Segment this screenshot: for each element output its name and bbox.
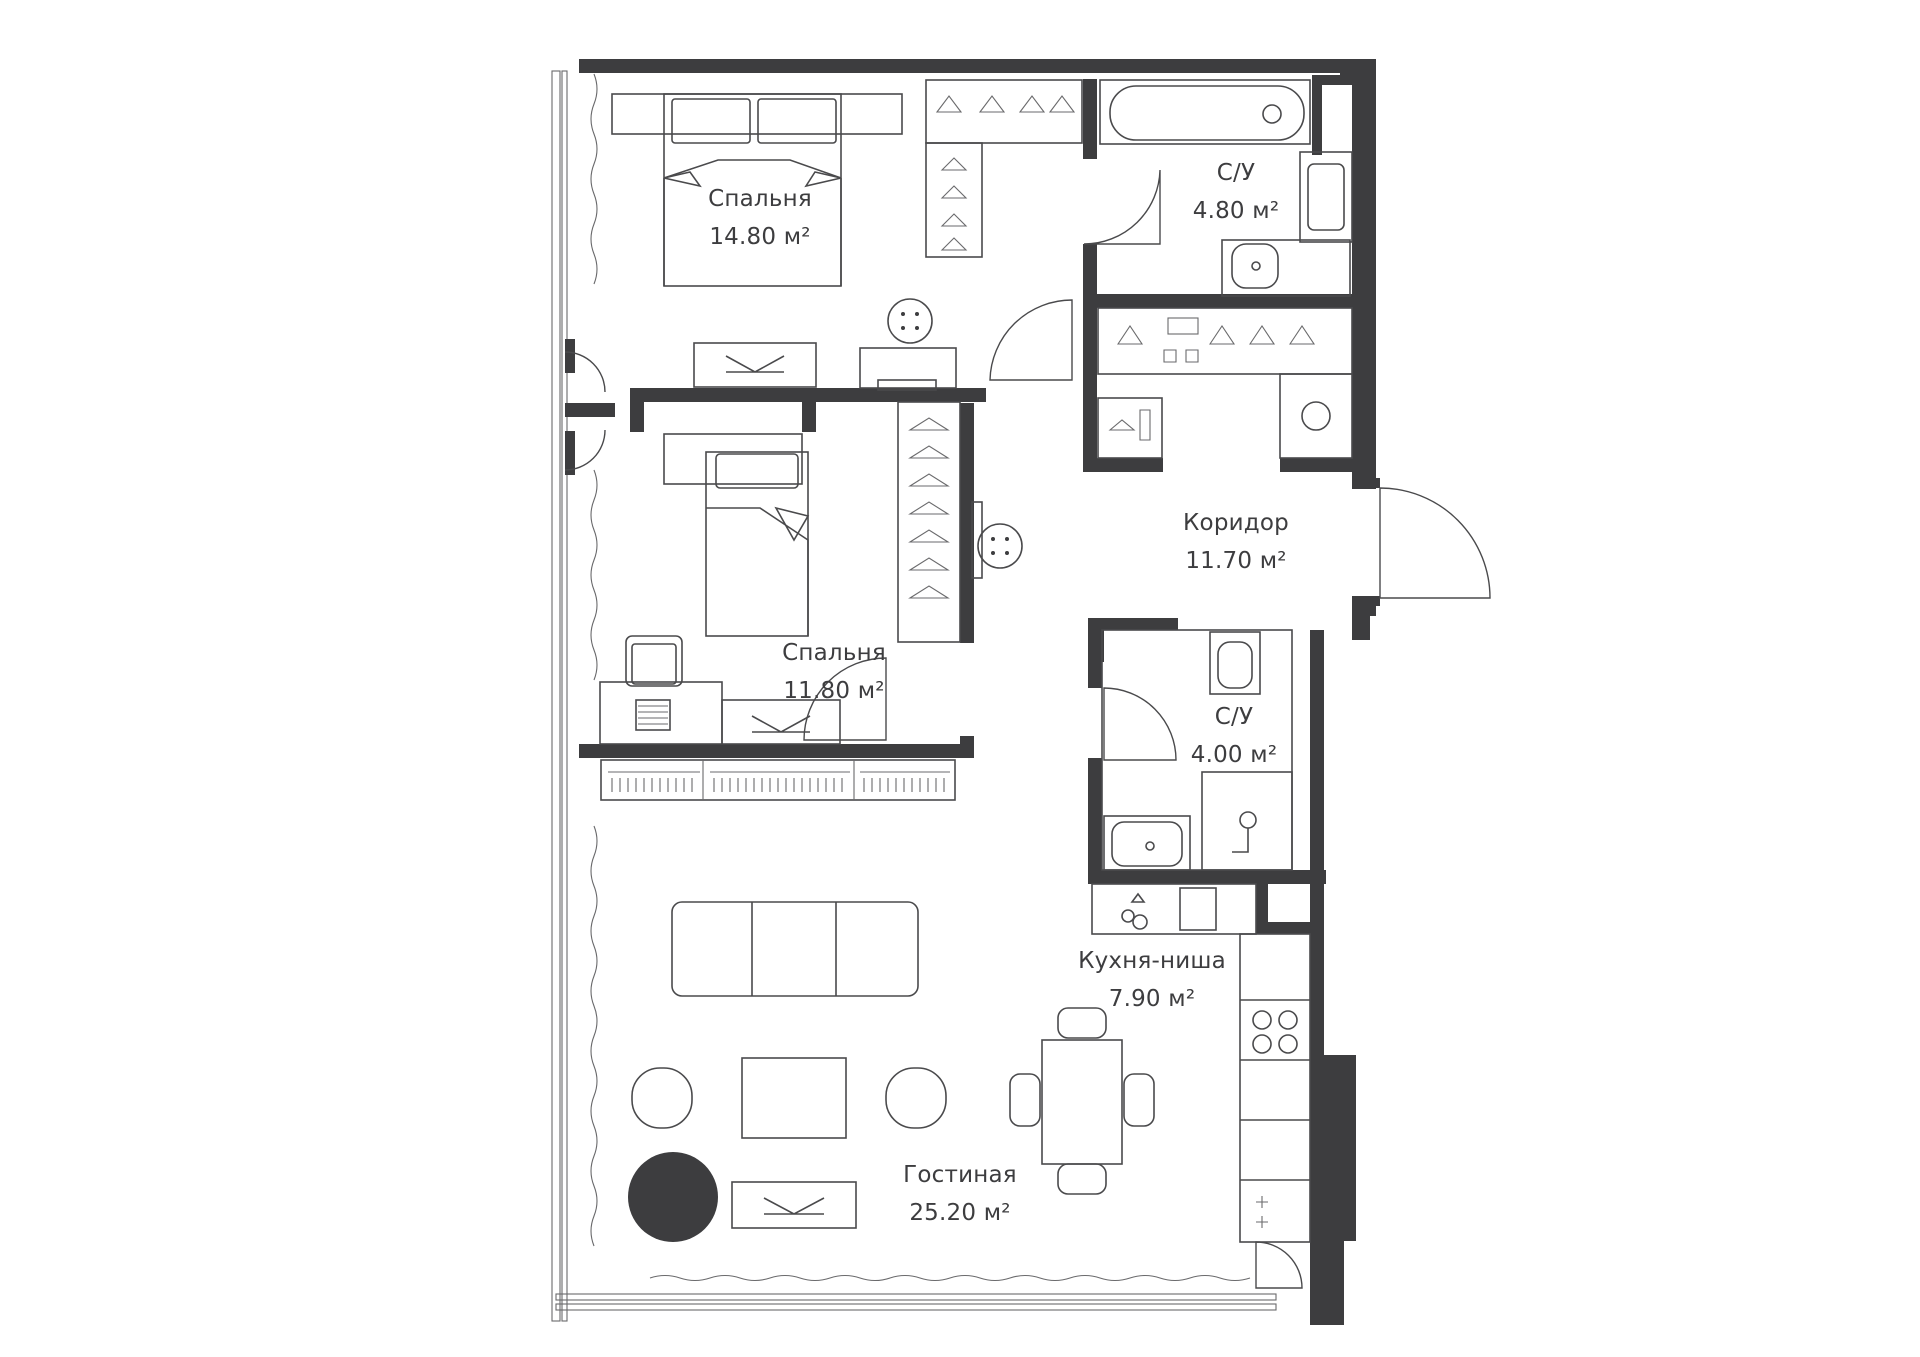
room-name: С/У [1214, 704, 1254, 730]
room-name: Спальня [782, 640, 886, 666]
storage-fixtures [1097, 307, 1353, 459]
room-area: 4.80 м² [1192, 198, 1280, 224]
kitchen-fixtures [1091, 883, 1311, 1243]
room-area: 25.20 м² [909, 1200, 1011, 1226]
bedroom2-furniture [599, 401, 1023, 745]
room-name: Гостиная [903, 1162, 1017, 1188]
room-name: Спальня [708, 186, 812, 212]
room-label-corridor: Коридор 11.70 м² [1183, 504, 1289, 580]
room-name: С/У [1216, 160, 1256, 186]
doors [564, 169, 1491, 1289]
bathroom1-fixtures [1099, 79, 1353, 297]
living-furniture [555, 901, 1277, 1311]
room-label-bathroom2: С/У 4.00 м² [1191, 698, 1278, 774]
room-area: 14.80 м² [709, 224, 811, 250]
room-area: 11.80 м² [783, 678, 885, 704]
room-area: 7.90 м² [1108, 986, 1196, 1012]
room-label-bathroom1: С/У 4.80 м² [1193, 154, 1280, 230]
room-label-bedroom2: Спальня 11.80 м² [782, 634, 886, 710]
walls [551, 59, 1380, 1325]
bathroom2-fixtures [1101, 629, 1293, 871]
room-area: 4.00 м² [1190, 742, 1278, 768]
room-area: 11.70 м² [1185, 548, 1287, 574]
bedroom1-furniture [611, 93, 957, 391]
room-label-kitchen: Кухня-ниша 7.90 м² [1078, 942, 1226, 1018]
room-label-bedroom1: Спальня 14.80 м² [708, 180, 812, 256]
room-name: Коридор [1183, 510, 1289, 536]
wardrobe-top [925, 79, 1083, 258]
room-label-living: Гостиная 25.20 м² [903, 1156, 1017, 1232]
curtains [590, 73, 1251, 1282]
room-name: Кухня-ниша [1078, 948, 1226, 974]
radiators [600, 759, 956, 801]
